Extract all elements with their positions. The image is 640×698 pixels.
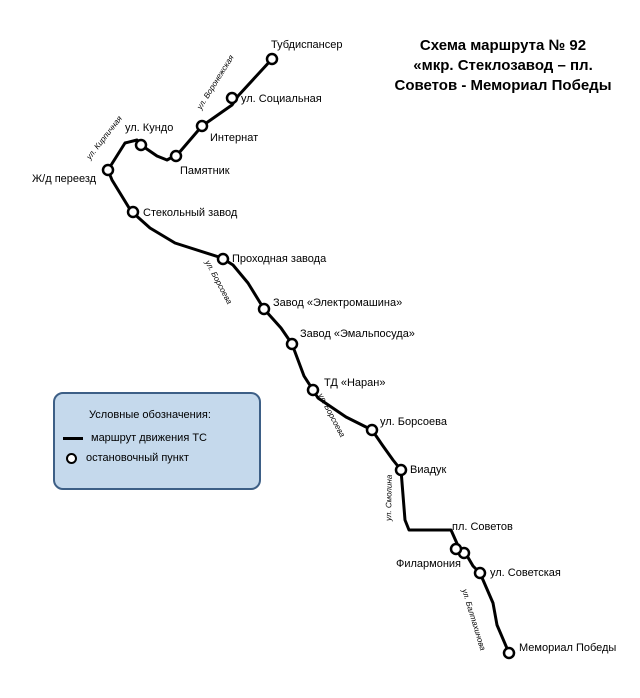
stop-label-kundo: ул. Кундо <box>125 122 173 134</box>
legend-route-row: маршрут движения ТС <box>63 432 207 444</box>
stop-marker-pamyatnik <box>169 149 183 163</box>
stop-marker-viaduk <box>394 463 408 477</box>
legend-stop-label: остановочный пункт <box>86 452 189 464</box>
stop-marker-borsoeva <box>365 423 379 437</box>
street-label-borsoeva-1: ул. Борсоева <box>203 258 234 306</box>
stop-marker-kundo <box>134 138 148 152</box>
stop-marker-steklozavod <box>126 205 140 219</box>
stop-labels: Тубдиспансер ул. Социальная Интернат ул.… <box>32 39 616 654</box>
stop-circle-icon <box>66 452 77 464</box>
stop-marker-filarmoniya <box>449 542 463 556</box>
route-line <box>106 57 511 655</box>
stop-label-tubdispanser: Тубдиспансер <box>271 39 342 51</box>
stop-label-zhd-pereezd: Ж/д переезд <box>32 173 97 185</box>
stop-label-borsoeva: ул. Борсоева <box>380 416 448 428</box>
street-label-baltakhinova: ул. Балтахинова <box>460 587 488 652</box>
stop-label-internat: Интернат <box>210 132 258 144</box>
stop-label-steklozavod: Стекольный завод <box>143 207 238 219</box>
title-line-1: Схема маршрута № 92 <box>419 37 587 54</box>
street-label-smolina: ул. Смолина <box>384 474 394 522</box>
stop-label-naran: ТД «Наран» <box>324 377 385 389</box>
stop-marker-sovetskaya <box>473 566 487 580</box>
stop-marker-prokhodnaya <box>216 252 230 266</box>
stop-marker-tubdispanser <box>265 52 279 66</box>
stop-marker-socialnaya <box>225 91 239 105</box>
stop-label-viaduk: Виадук <box>410 464 447 476</box>
stop-label-socialnaya: ул. Социальная <box>241 93 322 105</box>
title-line-2: «мкр. Стеклозавод – пл. <box>413 57 593 74</box>
stop-label-prokhodnaya: Проходная завода <box>232 253 327 265</box>
title-line-3: Советов - Мемориал Победы <box>394 77 612 94</box>
map-title: Схема маршрута № 92 «мкр. Стеклозавод – … <box>372 36 634 96</box>
stop-marker-elektromashina <box>257 302 271 316</box>
stop-label-pl-sovetov: пл. Советов <box>452 521 513 533</box>
legend-heading: Условные обозначения: <box>89 409 211 421</box>
stop-marker-internat <box>195 119 209 133</box>
stop-label-emalposuda: Завод «Эмальпосуда» <box>300 328 415 340</box>
stop-markers <box>101 52 516 660</box>
stop-label-sovetskaya: ул. Советская <box>490 567 561 579</box>
stop-marker-memorial <box>502 646 516 660</box>
legend-stop-row: остановочный пункт <box>63 452 189 464</box>
stop-label-filarmoniya: Филармония <box>396 558 461 570</box>
stop-label-pamyatnik: Памятник <box>180 165 230 177</box>
legend-box: Условные обозначения: маршрут движения Т… <box>53 392 261 490</box>
legend-route-label: маршрут движения ТС <box>91 432 207 444</box>
stop-label-elektromashina: Завод «Электромашина» <box>273 297 402 309</box>
stop-label-memorial: Мемориал Победы <box>519 642 616 654</box>
stop-marker-naran <box>306 383 320 397</box>
stop-marker-emalposuda <box>285 337 299 351</box>
route-line-icon <box>63 436 83 440</box>
stop-marker-zhd-pereezd <box>101 163 115 177</box>
